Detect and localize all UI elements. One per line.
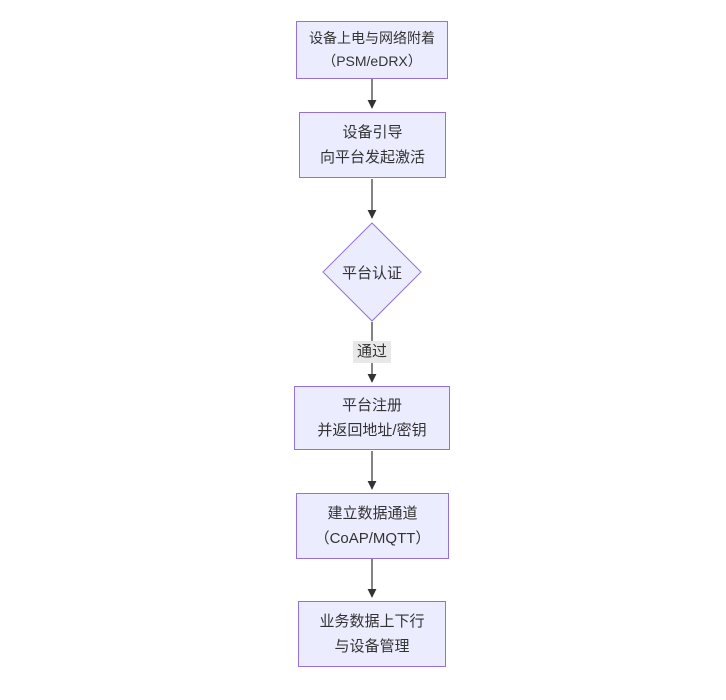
node-register: 平台注册 并返回地址/密钥 [294,386,450,450]
edge-label-pass: 通过 [352,341,392,363]
node-auth-label: 平台认证 [341,264,402,282]
node-channel-line2: （CoAP/MQTT） [314,530,431,547]
node-power-attach-line1: 设备上电与网络附着 [309,30,435,46]
node-power-attach: 设备上电与网络附着 （PSM/eDRX） [296,21,448,79]
node-channel-line1: 建立数据通道 [327,505,418,522]
node-bootstrap-line1: 设备引导 [342,124,403,141]
node-register-line1: 平台注册 [341,397,402,414]
diamond-shape-icon [322,222,422,322]
node-power-attach-line2: （PSM/eDRX） [322,53,422,69]
node-register-line2: 并返回地址/密钥 [317,422,427,439]
node-auth-decision: 平台认证 [322,222,422,322]
node-business: 业务数据上下行 与设备管理 [298,601,446,667]
node-channel: 建立数据通道 （CoAP/MQTT） [296,493,449,559]
node-bootstrap-line2: 向平台发起激活 [319,149,425,166]
node-bootstrap: 设备引导 向平台发起激活 [299,112,446,178]
node-business-line2: 与设备管理 [334,638,410,655]
node-business-line1: 业务数据上下行 [319,613,425,630]
